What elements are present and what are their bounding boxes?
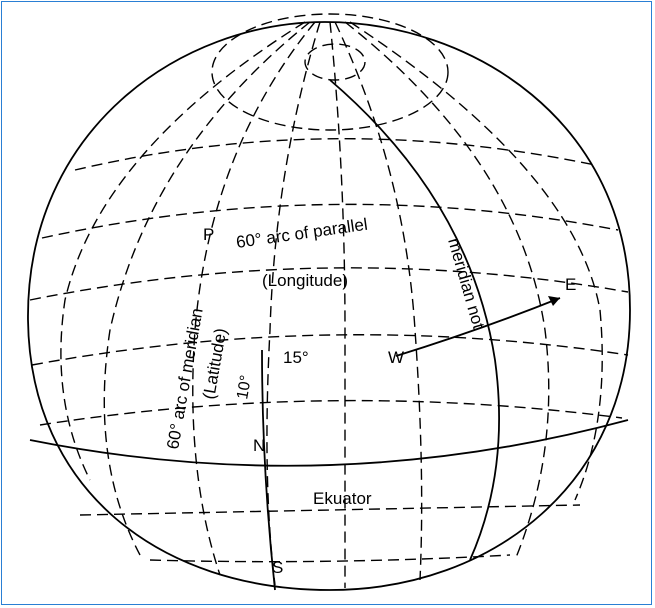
parallel-2: [41, 203, 619, 239]
meridian-2: [192, 21, 316, 576]
parallel-7: [149, 554, 511, 563]
meridian-solid-right: [329, 79, 500, 561]
label-point-s: S: [272, 558, 283, 577]
meridian-7: [349, 21, 603, 501]
parallel-1: [74, 137, 596, 171]
meridian-1: [103, 21, 311, 556]
arc-w-e: [395, 297, 561, 357]
equator-line: [29, 419, 629, 467]
label-equator: Ekuator: [313, 489, 372, 508]
parallel-6: [79, 504, 581, 516]
label-point-w: W: [388, 348, 404, 367]
label-arc-meridian: 60° arc of meridian: [163, 307, 207, 451]
parallel-3: [29, 267, 629, 301]
label-15-degrees: 15°: [283, 348, 309, 367]
label-10-degrees: 10°: [234, 374, 255, 401]
label-arc-parallel: 60° arc of parallel: [235, 215, 369, 252]
label-point-e: E: [565, 275, 576, 294]
meridian-4: [329, 21, 346, 588]
parallel-5: [39, 399, 623, 426]
meridian-3: [266, 21, 321, 586]
parallel-4: [31, 334, 629, 366]
polar-circle: [211, 13, 449, 131]
meridian-n-s: [261, 349, 276, 591]
label-point-n: N: [253, 436, 265, 455]
meridian-8: [60, 21, 306, 481]
label-point-p: P: [203, 225, 214, 244]
arrow-head-e: [548, 296, 560, 306]
label-latitude: (Latitude): [199, 327, 230, 401]
label-meridian-not: meridian not: [444, 236, 488, 331]
globe-outline: [27, 21, 631, 591]
meridian-6: [344, 21, 550, 561]
label-longitude: (Longitude): [262, 271, 348, 290]
meridian-5: [334, 21, 423, 581]
